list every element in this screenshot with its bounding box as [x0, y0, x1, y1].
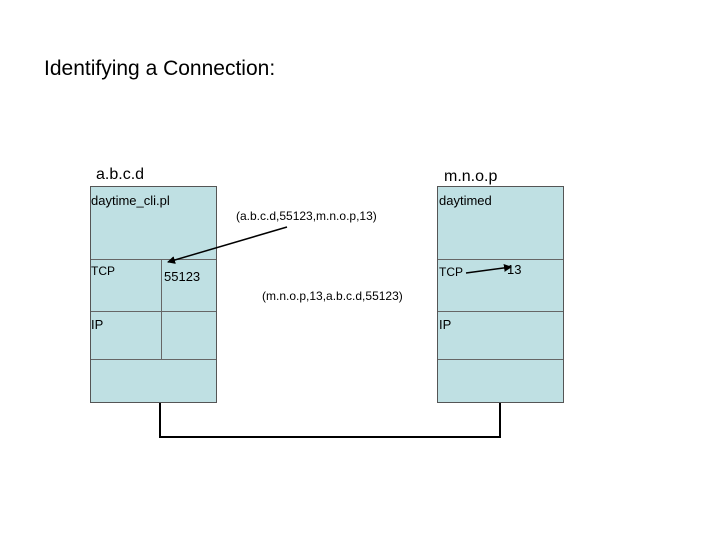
right-stack-divider-app [438, 259, 563, 260]
left-protocol-stack [90, 186, 217, 403]
left-host-address: a.b.c.d [96, 166, 145, 183]
server-port-arrow [465, 263, 512, 274]
left-app-label: daytime_cli.pl [91, 193, 170, 208]
left-tcp-label: TCP [91, 264, 115, 278]
left-stack-divider-tcp [91, 311, 216, 312]
right-stack-divider-tcp [438, 311, 563, 312]
right-stack-divider-ip [438, 359, 563, 360]
left-stack-divider-ip [91, 359, 216, 360]
left-port-label: 55123 [164, 269, 201, 284]
client-tuple-label: (a.b.c.d,55123,m.n.o.p,13) [236, 209, 377, 223]
right-ip-label: IP [439, 317, 452, 332]
right-tcp-label: TCP [439, 265, 463, 279]
client-tuple-arrow [167, 226, 288, 264]
slide-title: Identifying a Connection: [44, 57, 276, 80]
right-app-label: daytimed [439, 193, 492, 208]
left-stack-divider-app [91, 259, 216, 260]
right-host-address: m.n.o.p [444, 168, 498, 185]
server-tuple-label: (m.n.o.p,13,a.b.c.d,55123) [262, 289, 403, 303]
network-link-line [159, 403, 501, 438]
left-ip-label: IP [91, 317, 104, 332]
left-stack-port-divider [161, 259, 162, 359]
right-protocol-stack [437, 186, 564, 403]
